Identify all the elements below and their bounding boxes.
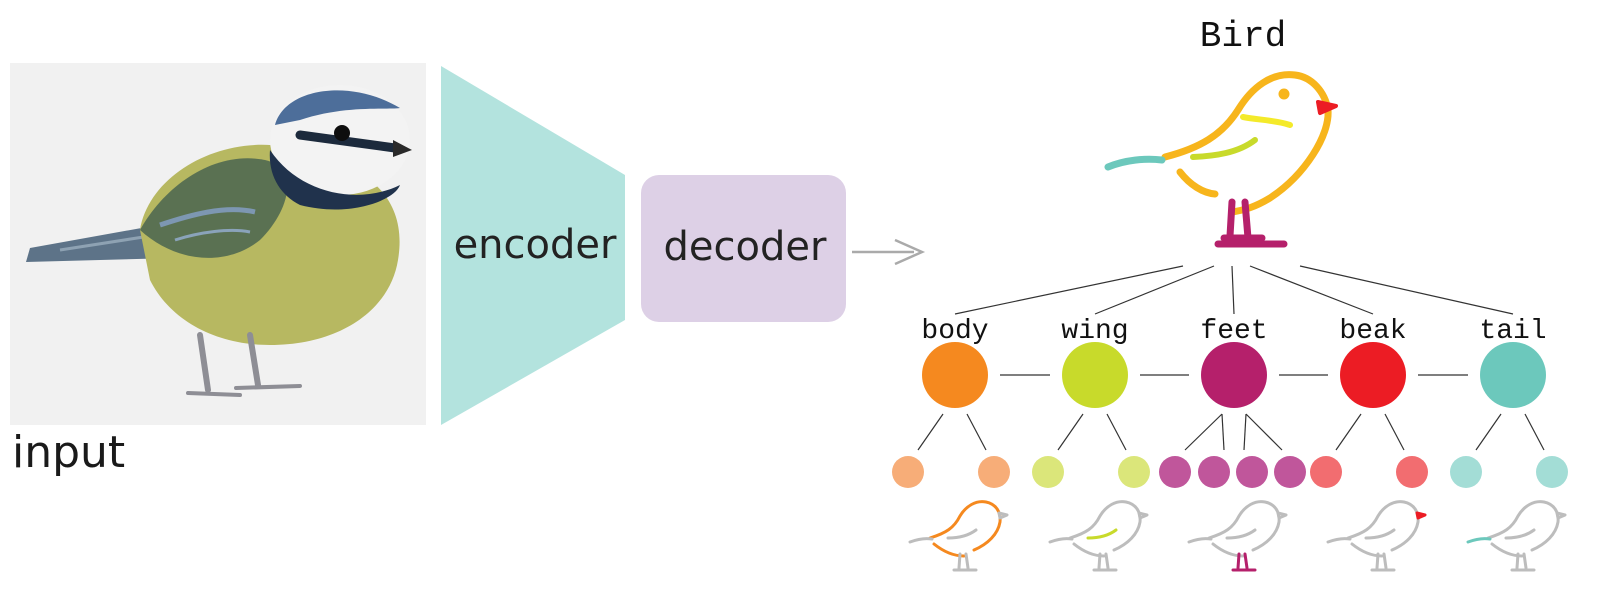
part-node-beak [1340, 342, 1406, 408]
part-hierarchy-tree: body wing feet beak tail [892, 265, 1568, 572]
child-edge [1384, 413, 1405, 451]
part-bird-beak [1326, 500, 1427, 572]
child-edge [1057, 413, 1084, 451]
encoder-label: encoder [454, 222, 617, 268]
part-label-feet: feet [1200, 316, 1267, 347]
part-bird-body [908, 500, 1009, 572]
subpart-node-body [892, 456, 924, 488]
part-node-body [922, 342, 988, 408]
tree-edge [1299, 265, 1514, 315]
child-edge [1475, 413, 1502, 451]
part-bird-wing [1048, 500, 1149, 572]
subpart-node-feet [1274, 456, 1306, 488]
child-edge [1243, 413, 1247, 451]
part-node-wing [1062, 342, 1128, 408]
subpart-node-beak [1310, 456, 1342, 488]
child-edge [1106, 413, 1127, 451]
blue-tit-photo [26, 85, 412, 397]
root-label: Bird [1200, 16, 1286, 57]
child-edge [917, 413, 944, 451]
subpart-node-beak [1396, 456, 1428, 488]
encoder-trapezoid [441, 66, 625, 425]
subpart-node-body [978, 456, 1010, 488]
part-label-wing: wing [1061, 316, 1128, 347]
tree-edge [1231, 265, 1235, 315]
subpart-node-feet [1198, 456, 1230, 488]
subpart-node-feet [1159, 456, 1191, 488]
part-label-body: body [921, 316, 988, 347]
part-label-tail: tail [1479, 316, 1546, 347]
child-edge [1221, 413, 1225, 451]
part-bird-feet [1187, 500, 1288, 572]
subpart-node-wing [1032, 456, 1064, 488]
tree-edge [1249, 265, 1374, 315]
subpart-node-tail [1450, 456, 1482, 488]
tree-edge [954, 265, 1184, 315]
decoder-box [641, 175, 846, 322]
decoder-label: decoder [664, 224, 827, 270]
part-bird-tail [1466, 500, 1567, 572]
output-arrow [852, 238, 926, 266]
part-node-feet [1201, 342, 1267, 408]
root-bird-sketch [1104, 71, 1338, 248]
part-label-beak: beak [1339, 316, 1406, 347]
part-node-tail [1480, 342, 1546, 408]
encoder-block: encoder [441, 66, 625, 425]
subpart-node-feet [1236, 456, 1268, 488]
child-edge [1184, 413, 1223, 451]
child-edge [1335, 413, 1362, 451]
child-edge [966, 413, 987, 451]
decoder-block: decoder [641, 175, 846, 322]
child-edge [1245, 413, 1283, 451]
input-image [10, 63, 426, 425]
subpart-node-wing [1118, 456, 1150, 488]
subpart-node-tail [1536, 456, 1568, 488]
tree-edge [1094, 265, 1215, 315]
input-label: input [12, 427, 125, 478]
child-edge [1524, 413, 1545, 451]
